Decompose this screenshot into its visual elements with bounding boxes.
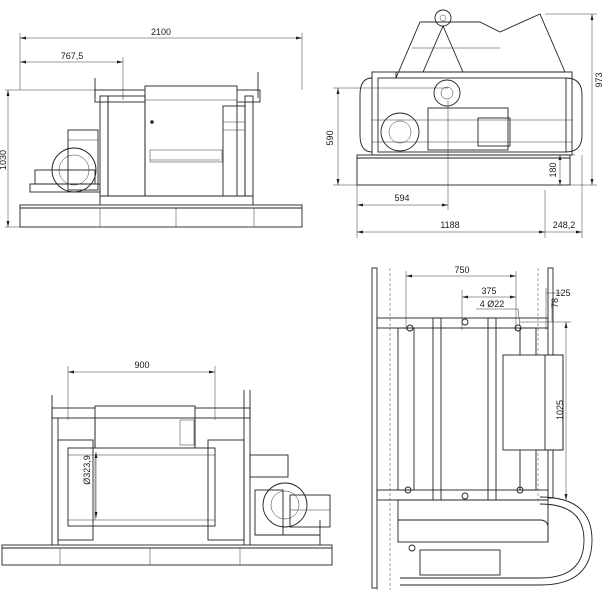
dim-axis-height: 590 bbox=[325, 130, 335, 145]
dim-drum-diameter: Ø323,9 bbox=[82, 455, 92, 485]
dim-overall-height: 973 bbox=[594, 72, 604, 87]
dim-overhang: 248,2 bbox=[553, 220, 576, 230]
dim-frame-length: 1188 bbox=[440, 220, 459, 230]
dim-half-spacing: 375 bbox=[481, 286, 496, 296]
front-view-bottom-left: 900 Ø323,9 bbox=[1, 360, 333, 566]
dim-drum-length: 900 bbox=[134, 360, 149, 370]
dim-mount-spacing: 750 bbox=[454, 265, 469, 275]
dim-overall-length: 2100 bbox=[151, 27, 171, 37]
dim-offset-length: 767,5 bbox=[61, 51, 84, 61]
dim-axis-offset: 594 bbox=[394, 193, 409, 203]
front-view-top-left: 2100 767,5 1030 bbox=[0, 27, 303, 228]
plan-view-bottom-right: 750 375 4 Ø22 125 78 1025 bbox=[371, 265, 593, 590]
dim-holes: 4 Ø22 bbox=[480, 299, 505, 309]
dim-offset-x: 125 bbox=[555, 288, 570, 298]
dim-base-height: 180 bbox=[548, 162, 558, 177]
dim-mount-depth: 1025 bbox=[555, 400, 565, 420]
dim-offset-y: 78 bbox=[550, 298, 560, 308]
side-view-top-right: 973 590 180 594 1188 248,2 bbox=[325, 9, 604, 238]
dim-height: 1030 bbox=[0, 150, 8, 170]
